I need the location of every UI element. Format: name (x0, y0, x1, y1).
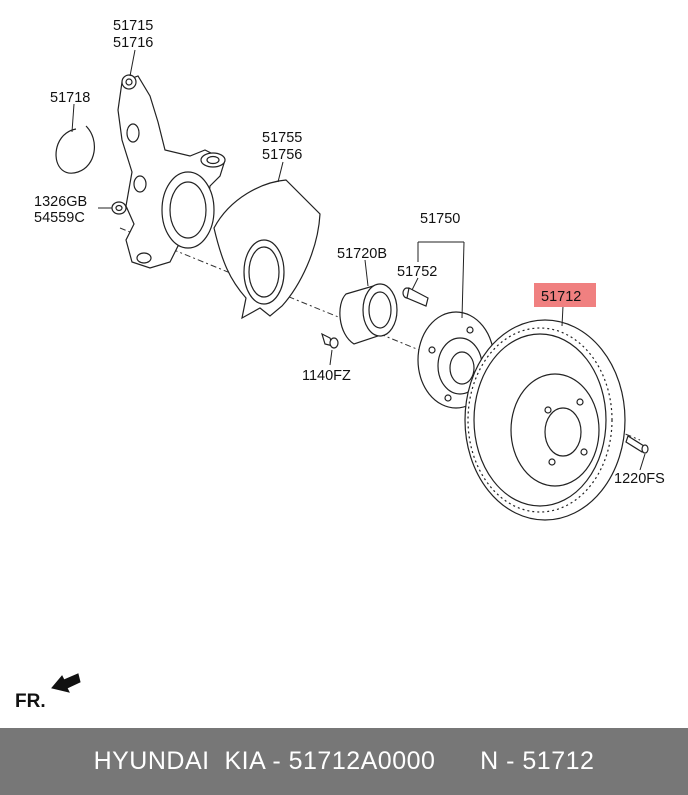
hub-bolt (402, 287, 429, 307)
front-label: FR. (15, 691, 46, 712)
steering-knuckle (117, 74, 226, 269)
part-number-footer: HYUNDAI KIA - 51712A0000 N - 51712 (0, 728, 688, 795)
label-bearing: 51720B (337, 246, 387, 262)
label-dust-cover-b: 51756 (262, 147, 302, 163)
brake-disc (464, 319, 626, 521)
front-arrow-icon (51, 673, 81, 693)
label-hub-bolt: 51752 (397, 264, 437, 280)
label-nut-a: 1326GB (34, 194, 87, 210)
dust-cover-bolt (321, 332, 339, 349)
footer-brand-part: HYUNDAI KIA - 51712A0000 (93, 747, 436, 775)
label-brake-disc: 51712 (541, 289, 581, 305)
knuckle-nut (111, 201, 127, 215)
footer-ref: N - 51712 (480, 747, 595, 775)
label-nut-b: 54559C (34, 210, 85, 226)
disc-screw (625, 435, 649, 454)
label-knuckle-a: 51715 (113, 18, 153, 34)
label-dust-cover-a: 51755 (262, 130, 302, 146)
exploded-parts-diagram: 51715 51716 51718 1326GB 54559C 51755 51… (15, 18, 665, 712)
label-hub-assembly: 51750 (420, 211, 460, 227)
highlight-box (534, 283, 596, 307)
label-disc-screw: 1220FS (614, 471, 665, 487)
label-knuckle-b: 51716 (113, 35, 153, 51)
dust-cover (213, 179, 321, 320)
wheel-bearing (339, 283, 398, 345)
front-direction-indicator: FR. (15, 673, 81, 712)
snap-ring (55, 125, 95, 174)
label-dust-cover-bolt: 1140FZ (302, 368, 351, 384)
label-snap-ring: 51718 (50, 90, 90, 106)
leader-lines (71, 49, 646, 471)
footer-gap (435, 747, 480, 776)
